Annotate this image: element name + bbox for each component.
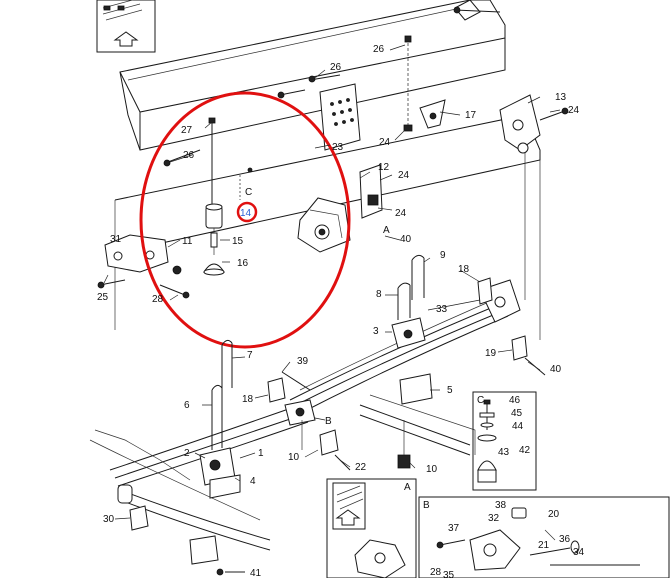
callout-44: 44 <box>512 421 524 432</box>
callout-32: 32 <box>488 513 500 524</box>
bump-stop-parts <box>203 167 253 276</box>
callout-26: 26 <box>373 44 385 55</box>
orientation-inset-top <box>96 0 156 53</box>
callout-16: 16 <box>237 258 249 269</box>
callout-24: 24 <box>398 170 410 181</box>
callout-42: 42 <box>519 445 531 456</box>
inset-letter-c: C <box>477 395 484 406</box>
up-arrow-icon <box>335 509 361 526</box>
callout-18: 18 <box>458 264 470 275</box>
inset-a <box>326 478 417 578</box>
callout-23: 23 <box>332 142 344 153</box>
callout-34: 34 <box>573 547 585 558</box>
mounting-plate <box>319 83 361 151</box>
rear-hanger <box>499 94 569 154</box>
callout-19: 19 <box>485 348 497 359</box>
callout-20: 20 <box>548 509 560 520</box>
callout-30: 30 <box>103 514 115 525</box>
left-bracket <box>97 234 190 299</box>
callout-labels: 26 26 26 27 14 15 16 C 31 11 25 28 23 12… <box>97 44 585 578</box>
callout-35: 35 <box>443 570 455 578</box>
callout-46: 46 <box>509 395 521 406</box>
callout-10: 10 <box>426 464 438 475</box>
callout-25: 25 <box>97 292 109 303</box>
callout-24: 24 <box>395 208 407 219</box>
callout-28: 28 <box>430 567 442 578</box>
inset-c <box>472 391 537 491</box>
callout-22: 22 <box>355 462 367 473</box>
callout-21: 21 <box>538 540 550 551</box>
callout-28: 28 <box>152 294 164 305</box>
callout-18: 18 <box>242 394 254 405</box>
highlight-circle <box>139 91 351 349</box>
fastener-lines <box>163 6 501 205</box>
callout-24: 24 <box>568 105 580 116</box>
callout-40: 40 <box>550 364 562 375</box>
callout-1: 1 <box>258 448 264 459</box>
spring-blocks <box>199 317 433 499</box>
callout-40: 40 <box>400 234 412 245</box>
inset-b <box>418 496 670 578</box>
up-arrow-icon <box>113 31 139 47</box>
callout-12: 12 <box>378 162 390 173</box>
axle-end <box>129 505 245 576</box>
leader-lines <box>103 44 561 573</box>
callout-14: 14 <box>240 208 252 219</box>
callout-26: 26 <box>183 150 195 161</box>
inset-letter-a: A <box>404 482 411 493</box>
callout-8: 8 <box>376 289 382 300</box>
callout-36: 36 <box>559 534 571 545</box>
callout-33: 33 <box>436 304 448 315</box>
callout-17: 17 <box>465 110 477 121</box>
callout-38: 38 <box>495 500 507 511</box>
callout-6: 6 <box>184 400 190 411</box>
callout-7: 7 <box>247 350 253 361</box>
callout-9: 9 <box>440 250 446 261</box>
callout-24: 24 <box>379 137 391 148</box>
callout-4: 4 <box>250 476 256 487</box>
callout-37: 37 <box>448 523 460 534</box>
inset-letter-b: B <box>423 500 430 511</box>
callout-45: 45 <box>511 408 523 419</box>
callout-15: 15 <box>232 236 244 247</box>
callout-11: 11 <box>182 236 193 247</box>
callout-2: 2 <box>184 448 190 459</box>
bracket-17 <box>419 99 446 129</box>
callout-13: 13 <box>555 92 567 103</box>
callout-3: 3 <box>373 326 379 337</box>
callout-5: 5 <box>447 385 453 396</box>
callout-14-marker: 14 <box>236 201 258 223</box>
axle-housing <box>117 394 476 551</box>
callout-41: 41 <box>250 568 262 578</box>
u-bolts <box>211 254 425 450</box>
callout-31: 31 <box>110 234 122 245</box>
spring-hanger-bracket <box>297 164 383 253</box>
callout-c: C <box>245 187 252 198</box>
callout-10: 10 <box>288 452 300 463</box>
frame-rail <box>114 0 541 340</box>
callout-a: A <box>383 225 390 236</box>
callout-b: B <box>325 416 332 427</box>
callout-39: 39 <box>297 356 309 367</box>
callout-26: 26 <box>330 62 342 73</box>
shackles <box>267 277 546 471</box>
callout-27: 27 <box>181 125 193 136</box>
callout-43: 43 <box>498 447 510 458</box>
